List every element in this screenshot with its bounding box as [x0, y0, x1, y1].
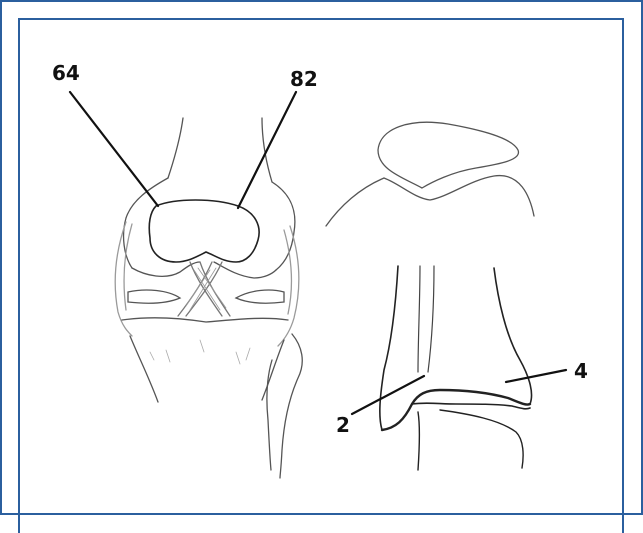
- metaphysis-inner-line-a: [418, 266, 420, 372]
- knee-diagram: 64 82 2 4: [0, 0, 643, 515]
- patella-outline: [378, 122, 518, 188]
- leader-lines: [70, 92, 566, 414]
- femoral-trochlea-outline: [149, 200, 259, 262]
- epiphysis-outline: [418, 410, 523, 470]
- condyle-lower-contour: [132, 262, 276, 278]
- physis-sketch: [380, 266, 532, 470]
- lateral-meniscus: [236, 290, 284, 303]
- physis-line: [382, 390, 530, 430]
- metaphysis-right-border: [494, 268, 532, 404]
- tibia-shaft-outline: [130, 336, 284, 402]
- metaphysis-inner-line-b: [428, 266, 434, 372]
- patella-sketch: [326, 122, 534, 226]
- medial-meniscus: [128, 290, 180, 303]
- leader-line-64: [70, 92, 158, 206]
- lateral-collateral-ligament: [278, 226, 299, 346]
- leader-line-4: [506, 370, 566, 382]
- label-4: 4: [574, 359, 588, 383]
- leader-line-82: [238, 92, 296, 208]
- fibula-outline: [267, 334, 302, 478]
- metaphysis-left-border: [380, 266, 398, 430]
- tibial-plateau: [122, 318, 288, 322]
- physis-line-lower: [412, 403, 530, 409]
- label-2: 2: [336, 413, 350, 437]
- label-64: 64: [52, 61, 80, 85]
- label-82: 82: [290, 67, 318, 91]
- cruciate-ligament-b: [178, 262, 222, 316]
- tibia-texture: [150, 340, 250, 364]
- leader-line-2: [352, 376, 424, 414]
- knee-joint-illustration: [115, 118, 302, 478]
